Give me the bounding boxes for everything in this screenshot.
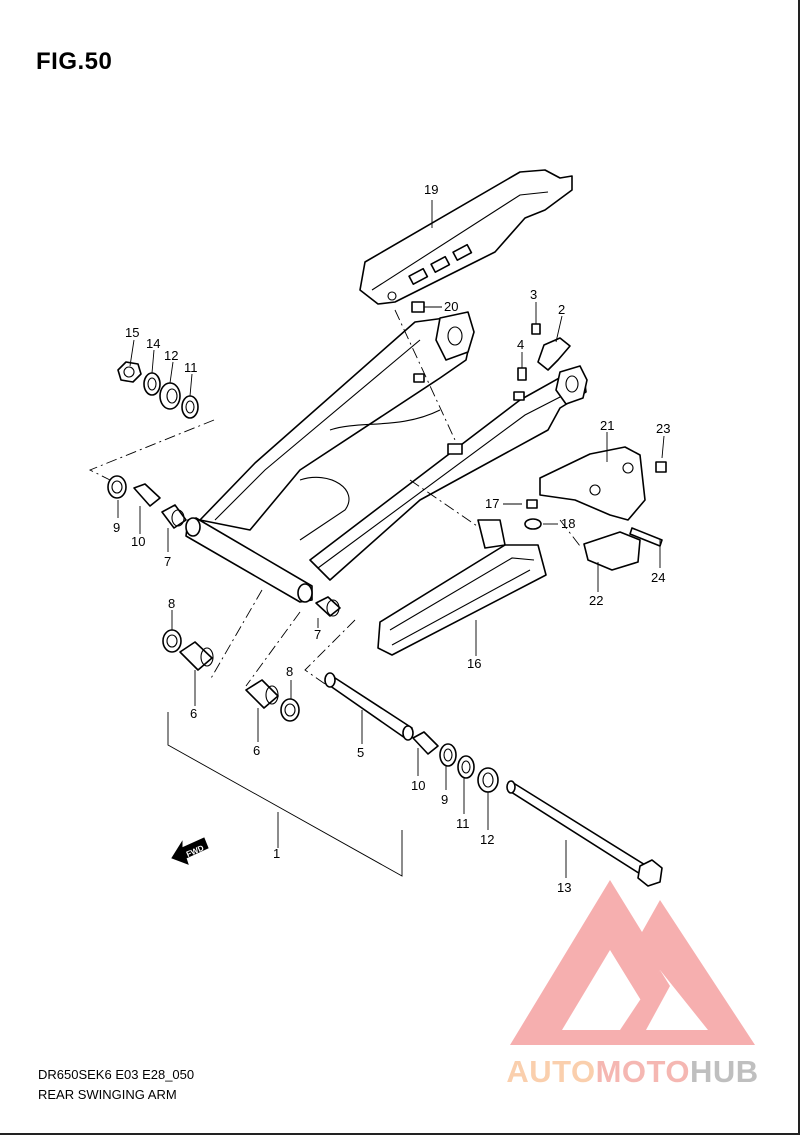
pivot-bolt [506,780,663,887]
watermark-text: AUTOMOTOHUB [470,1054,795,1090]
pivot-shaft [324,672,414,741]
callout-11-left: 11 [184,360,198,375]
callout-21: 21 [600,418,614,433]
callout-labels: 19 20 3 2 4 15 14 12 11 9 10 7 8 6 7 8 6… [113,182,670,895]
callout-4: 4 [517,337,524,352]
bracket-assembly [539,446,646,571]
left-side-parts [107,361,214,671]
callout-15: 15 [125,325,139,340]
callout-17: 17 [485,496,499,511]
callout-12-left: 12 [164,348,178,363]
callout-8-left: 8 [168,596,175,611]
assembly-lines [88,309,581,687]
assembly-bracket-1 [167,712,403,877]
callout-20: 20 [444,299,458,314]
callout-10-left: 10 [131,534,145,549]
automotohub-watermark: AUTOMOTOHUB [470,870,795,1095]
callout-9-left: 9 [113,520,120,535]
callout-10-right: 10 [411,778,425,793]
callout-19: 19 [424,182,438,197]
callout-16: 16 [467,656,481,671]
swing-arm-body [185,311,588,603]
callout-1: 1 [273,846,280,861]
callout-8-right: 8 [286,664,293,679]
watermark-text-moto: MOTO [595,1054,691,1089]
callout-14: 14 [146,336,160,351]
right-side-parts [245,596,499,793]
forward-arrow-icon: FWD [171,837,209,865]
model-code: DR650SEK6 E03 E28_050 [38,1067,195,1082]
callout-7-left: 7 [164,554,171,569]
callout-11-right: 11 [456,816,470,831]
callout-18: 18 [561,516,575,531]
callout-6-left: 6 [190,706,197,721]
watermark-logo-icon [510,880,755,1045]
callout-3: 3 [530,287,537,302]
diagram-caption: REAR SWINGING ARM [38,1087,177,1102]
chain-buffer [377,519,547,656]
chain-guard [359,169,573,305]
callout-12-right: 12 [480,832,494,847]
watermark-text-auto: AUTO [506,1054,596,1089]
callout-9-right: 9 [441,792,448,807]
callout-22: 22 [589,593,603,608]
callout-24: 24 [651,570,665,585]
figure-title: FIG.50 [36,48,113,75]
small-fasteners [411,301,667,547]
watermark-text-hub: HUB [690,1054,759,1089]
leader-lines [117,200,665,878]
callout-2: 2 [558,302,565,317]
callout-7-right: 7 [314,627,321,642]
callout-6-right: 6 [253,743,260,758]
callout-13: 13 [557,880,571,895]
callout-23: 23 [656,421,670,436]
callout-5: 5 [357,745,364,760]
